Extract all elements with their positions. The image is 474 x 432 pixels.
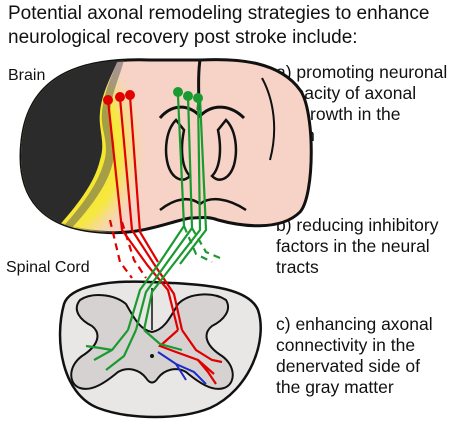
red-sprout-branch-2 bbox=[181, 329, 223, 364]
green-neuron-1 bbox=[173, 87, 183, 97]
red-sprout-branch-3 bbox=[197, 359, 217, 385]
red-neuron-2 bbox=[115, 92, 125, 102]
green-neuron-3 bbox=[193, 93, 203, 103]
green-corticospinal-tract bbox=[85, 87, 221, 371]
strategy-b-line-3: tracts bbox=[276, 257, 319, 277]
spinal-cord-label: Spinal Cord bbox=[6, 259, 90, 276]
strategy-b-line-2: factors in the neural bbox=[276, 236, 430, 256]
blue-sprouting-axons bbox=[157, 351, 207, 385]
red-neuron-1 bbox=[103, 95, 113, 105]
strategy-a-line-2: capacity of axonal bbox=[276, 83, 417, 103]
strategy-c-line-1: c) enhancing axonal bbox=[276, 314, 433, 334]
left-ventricle bbox=[164, 118, 192, 181]
red-sprout-branch-1 bbox=[157, 329, 215, 375]
green-branch-left-3 bbox=[105, 329, 137, 371]
red-dashed-1 bbox=[108, 219, 133, 279]
red-corticospinal-tract bbox=[103, 90, 223, 385]
figure-title-line-2: neurological recovery post stroke includ… bbox=[8, 27, 358, 48]
brain-section bbox=[19, 58, 313, 235]
strategy-a-line-1: a) promoting neuronal bbox=[276, 62, 448, 82]
red-dashed-2 bbox=[120, 221, 147, 279]
lesion-core bbox=[20, 60, 118, 230]
strategy-b: b) reducing inhibitory factors in the ne… bbox=[276, 215, 438, 278]
red-axon-3 bbox=[128, 95, 159, 263]
strategy-c-line-4: the gray matter bbox=[276, 377, 394, 397]
figure-title-line-1: Potential axonal remodeling strategies t… bbox=[8, 3, 430, 24]
green-branch-right bbox=[143, 329, 183, 352]
green-axon-4 bbox=[179, 97, 208, 265]
spinal-cord-section bbox=[58, 280, 262, 419]
strategy-c-line-3: denervated side of bbox=[276, 356, 420, 376]
brain-label: Brain bbox=[8, 67, 46, 84]
blue-axon-1 bbox=[157, 351, 207, 385]
strategy-b-line-1: b) reducing inhibitory bbox=[276, 215, 439, 235]
red-axon-2 bbox=[118, 97, 184, 331]
central-canal bbox=[150, 354, 154, 358]
green-dashed-2 bbox=[191, 227, 221, 260]
right-ventricle bbox=[210, 118, 238, 181]
red-neuron-3 bbox=[125, 90, 135, 100]
green-axon-3 bbox=[142, 95, 202, 331]
cortex-fold-right bbox=[261, 77, 276, 161]
strategy-c-line-2: connectivity in the bbox=[276, 335, 416, 355]
red-axon-1 bbox=[106, 99, 180, 331]
strategy-c: c) enhancing axonal connectivity in the … bbox=[276, 314, 433, 398]
green-axon-1 bbox=[126, 95, 186, 331]
green-axon-2 bbox=[134, 95, 194, 331]
blue-axon-2 bbox=[175, 363, 187, 381]
figure-title: Potential axonal remodeling strategies t… bbox=[8, 2, 470, 50]
green-neuron-2 bbox=[183, 91, 193, 101]
green-dashed-1 bbox=[182, 225, 213, 263]
green-branch-left-2 bbox=[85, 344, 113, 352]
